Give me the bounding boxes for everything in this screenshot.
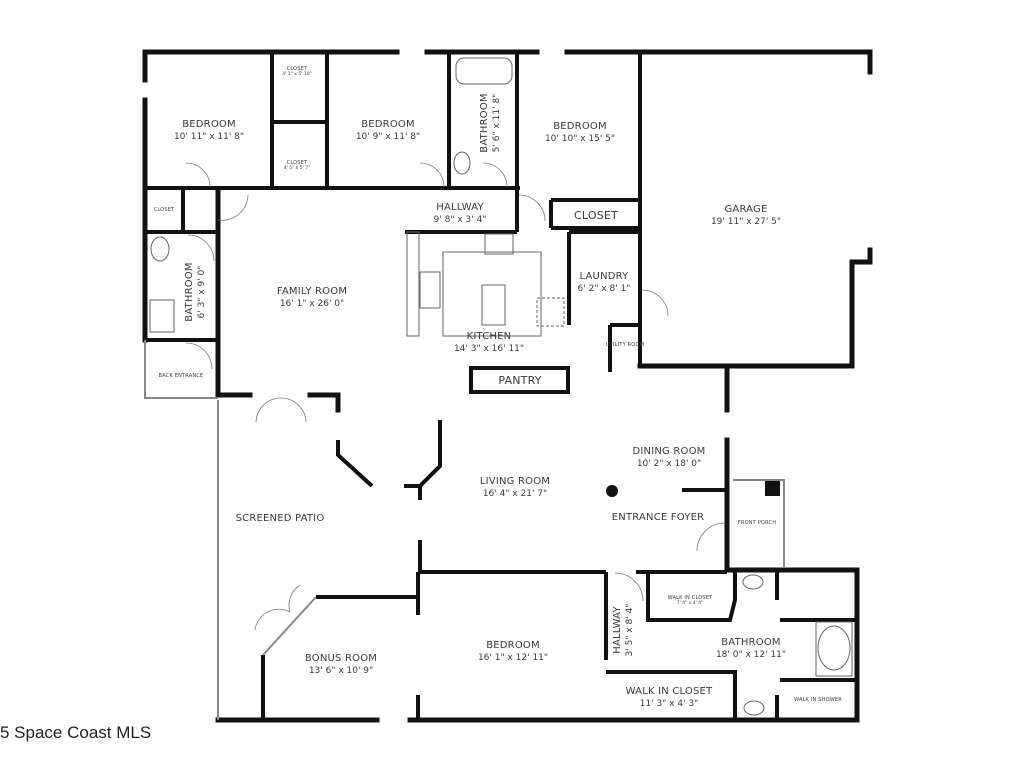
room-name: FAMILY ROOM bbox=[276, 286, 348, 298]
room-name: LIVING ROOM bbox=[479, 476, 551, 488]
room-name: BEDROOM bbox=[182, 119, 236, 131]
room-name: KITCHEN bbox=[466, 331, 512, 343]
room-name: CLOSET bbox=[286, 66, 308, 73]
screen-walls bbox=[144, 340, 785, 720]
room-dimensions: 9' 8" x 3' 4" bbox=[433, 214, 487, 225]
room-name: CLOSET bbox=[286, 160, 308, 167]
room-name: PANTRY bbox=[498, 374, 542, 388]
watermark: 5 Space Coast MLS bbox=[0, 723, 152, 742]
room-name: BACK ENTRANCE bbox=[158, 372, 204, 379]
room-name: BATHROOM bbox=[479, 93, 491, 153]
room-name: CLOSET bbox=[574, 209, 618, 223]
room-name: BEDROOM bbox=[553, 121, 607, 133]
room-dimensions: 10' 10" x 15' 5" bbox=[544, 133, 616, 144]
room-dimensions: 6' 3" x 9' 0" bbox=[196, 265, 207, 319]
room-name: FRONT PORCH bbox=[737, 519, 777, 526]
room-name: GARAGE bbox=[724, 204, 768, 216]
room-dimensions: 18' 0" x 12' 11" bbox=[715, 649, 787, 660]
room-name: BEDROOM bbox=[361, 119, 415, 131]
room-dimensions: 19' 11" x 27' 5" bbox=[710, 216, 782, 227]
room-label-closet-d: CLOSET bbox=[574, 209, 618, 223]
exterior-walls bbox=[142, 49, 873, 723]
room-name: HALLWAY bbox=[612, 606, 624, 654]
room-dimensions: 6' 2" x 8' 1" bbox=[577, 283, 631, 294]
room-dimensions: 14' 3" x 16' 11" bbox=[453, 343, 525, 354]
room-label-front-porch: FRONT PORCH bbox=[738, 520, 776, 526]
door-swings bbox=[185, 162, 726, 631]
room-dimensions: 10' 9" x 11' 8" bbox=[355, 131, 421, 142]
room-dimensions: 16' 1" x 12' 11" bbox=[477, 652, 549, 663]
room-name: WALK IN SHOWER bbox=[794, 696, 842, 703]
room-name: HALLWAY bbox=[436, 202, 484, 214]
room-dimensions: 13' 6" x 10' 9" bbox=[308, 665, 374, 676]
support-column bbox=[606, 485, 618, 497]
room-label-closet-c: CLOSET bbox=[154, 207, 175, 213]
room-dimensions: 16' 1" x 26' 0" bbox=[279, 298, 345, 309]
room-name: CLOSET bbox=[153, 206, 175, 213]
front-porch-column bbox=[765, 481, 780, 496]
interior-walls bbox=[145, 52, 857, 720]
room-name: UTILITY ROOM bbox=[605, 341, 645, 348]
room-dimensions: 3' 5" x 8' 4" bbox=[624, 603, 635, 657]
room-label-utility-room: UTILITY ROOM bbox=[606, 342, 644, 348]
room-name: BEDROOM bbox=[486, 640, 540, 652]
room-name: WALK IN CLOSET bbox=[625, 686, 713, 698]
room-name: BATHROOM bbox=[721, 637, 781, 649]
room-dimensions: 10' 2" x 18' 0" bbox=[636, 458, 702, 469]
room-name: DINING ROOM bbox=[632, 446, 706, 458]
room-dimensions: 10' 11" x 11' 8" bbox=[173, 131, 245, 142]
room-label-screened-patio: SCREENED PATIO bbox=[236, 513, 325, 526]
fixtures bbox=[149, 57, 853, 716]
room-name: LAUNDRY bbox=[579, 271, 629, 283]
room-name: SCREENED PATIO bbox=[235, 512, 325, 524]
room-dimensions: 11' 3" x 4' 3" bbox=[639, 698, 699, 709]
room-name: WALK IN CLOSET bbox=[667, 595, 713, 602]
room-label-back-entrance: BACK ENTRANCE bbox=[159, 373, 204, 379]
room-label-pantry: PANTRY bbox=[498, 374, 541, 388]
room-dimensions: 4' 1" x 5' 10" bbox=[282, 72, 312, 78]
room-name: BATHROOM bbox=[184, 262, 196, 322]
room-label-walk-in-shower: WALK IN SHOWER bbox=[794, 697, 842, 703]
room-name: BONUS ROOM bbox=[304, 653, 378, 665]
room-dimensions: 5' 6" x 11' 8" bbox=[491, 93, 502, 153]
room-dimensions: 4' 5" x 5' 7" bbox=[283, 166, 311, 172]
room-dimensions: 16' 4" x 21' 7" bbox=[482, 488, 548, 499]
room-name: ENTRANCE FOYER bbox=[611, 511, 705, 523]
room-label-entrance-foyer: ENTRANCE FOYER bbox=[612, 512, 705, 525]
room-dimensions: 7' 4" x 4' 4" bbox=[676, 601, 704, 607]
